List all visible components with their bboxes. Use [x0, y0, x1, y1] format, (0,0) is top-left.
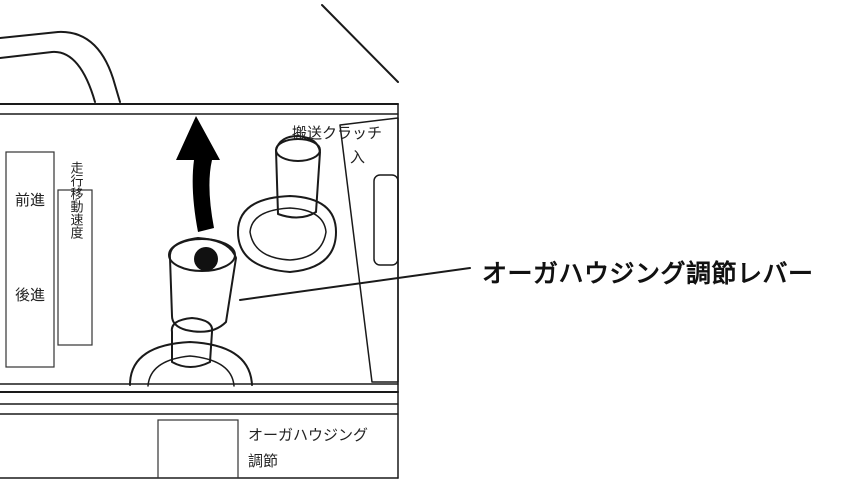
clutch-label: 搬送クラッチ	[292, 124, 382, 142]
decal-speed-label: 走行移動速度	[68, 161, 84, 239]
machine-frame	[0, 4, 399, 479]
decal-reverse-label: 後進	[15, 286, 45, 304]
push-direction-arrow-icon	[176, 116, 220, 232]
callout-label: オーガハウジング調節レバー	[482, 259, 814, 288]
clutch-lever: 搬送クラッチ 入	[237, 117, 399, 383]
bottom-label-line2: 調節	[248, 452, 278, 470]
housing-adjust-lever	[129, 237, 253, 387]
lever-grip-dot	[194, 247, 218, 271]
decal-forward-label: 前進	[15, 191, 45, 209]
callout-leader-line	[239, 267, 471, 301]
bottom-label-line1: オーガハウジング	[248, 426, 368, 444]
clutch-sub-label: 入	[350, 148, 365, 166]
bottom-decal: オーガハウジング 調節	[157, 419, 368, 479]
speed-decal: 前進 後進 走行移動速度	[5, 151, 93, 368]
